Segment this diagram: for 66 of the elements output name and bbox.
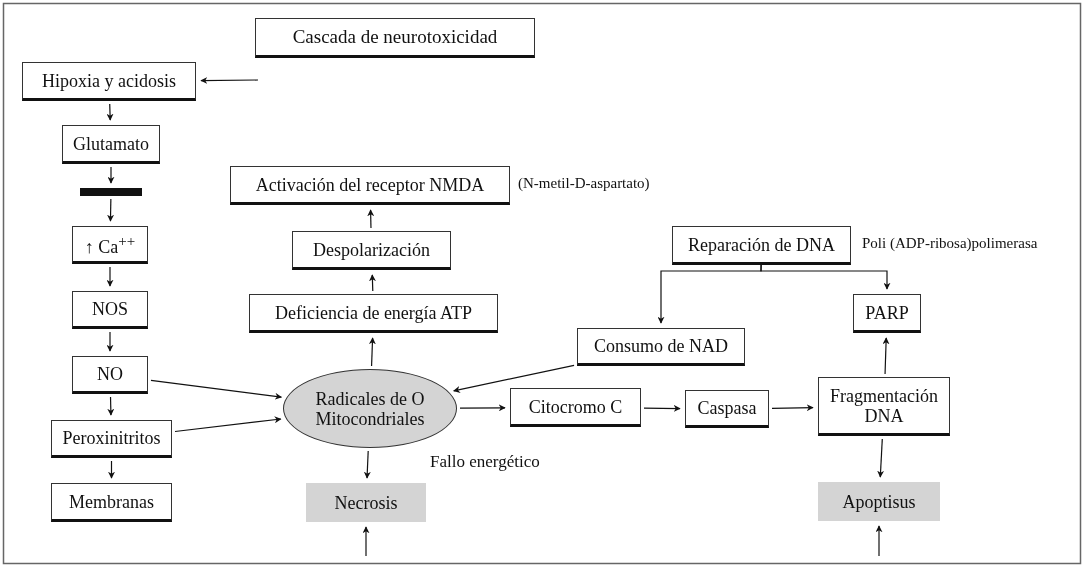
side-note: (N-metil-D-aspartato) (518, 175, 650, 192)
process-box (62, 125, 160, 164)
outcome-box (306, 483, 426, 522)
process-box (249, 294, 498, 333)
arrow (106, 331, 114, 352)
arrow (174, 416, 282, 433)
arrow (200, 77, 259, 84)
process-box (72, 226, 148, 264)
process-box (51, 420, 172, 458)
node-label: Radicales de O Mitocondriales (314, 388, 426, 429)
arrow (362, 526, 370, 557)
node-label: Peroxinitritos (61, 428, 162, 448)
process-box (853, 294, 921, 333)
outcome-box (818, 482, 940, 521)
node-label: Consumo de NAD (593, 336, 729, 356)
arrow (877, 438, 885, 478)
arrow (875, 525, 883, 557)
process-box (51, 483, 172, 522)
arrow (106, 266, 114, 287)
arrow (453, 364, 575, 393)
arrow (106, 103, 114, 121)
arrow (150, 379, 283, 400)
process-box (292, 231, 451, 270)
process-box (510, 388, 641, 427)
node-label: Deficiencia de energía ATP (273, 302, 474, 323)
note-label: Fallo energético (430, 452, 540, 472)
node-label: NOS (91, 299, 129, 319)
node-label: Apoptisus (841, 491, 917, 512)
process-box (72, 291, 148, 329)
side-note: Poli (ADP-ribosa)polimerasa (862, 235, 1038, 252)
node-label: Cascada de neurotoxicidad (291, 27, 499, 47)
node-label: Citocromo C (527, 396, 624, 417)
process-box (672, 226, 851, 265)
arrow (363, 450, 371, 479)
arrow (108, 460, 115, 479)
process-box (685, 390, 769, 428)
node-label: Reparación de DNA (687, 234, 836, 255)
process-box (577, 328, 745, 366)
node-label: Necrosis (333, 492, 399, 513)
title-box (255, 18, 535, 58)
node-label: Membranas (68, 491, 155, 512)
arrow (107, 166, 115, 184)
arrow (882, 337, 890, 375)
arrow (760, 264, 891, 290)
arrow (459, 404, 506, 412)
node-label: PARP (864, 302, 910, 323)
process-box (72, 356, 148, 394)
arrow (771, 404, 814, 412)
arrow (367, 209, 375, 229)
arrow (107, 198, 115, 222)
blocker-bar (80, 188, 142, 196)
arrow (643, 404, 681, 412)
node-label: Hipoxia y acidosis (41, 70, 177, 91)
node-label: Activación del receptor NMDA (254, 174, 486, 195)
node-label: ↑ Ca$^{++}$ (83, 232, 137, 257)
node-label: Despolarización (312, 239, 431, 260)
process-box (818, 377, 950, 436)
process-box (22, 62, 196, 101)
node-label: NO (96, 364, 124, 384)
node-label: Fragmentación DNA (829, 385, 939, 426)
node-label: Glutamato (72, 133, 150, 154)
process-box (230, 166, 510, 205)
arrow (368, 337, 376, 367)
arrow (369, 274, 376, 292)
node-label: Caspasa (696, 398, 758, 418)
arrow (107, 396, 115, 416)
